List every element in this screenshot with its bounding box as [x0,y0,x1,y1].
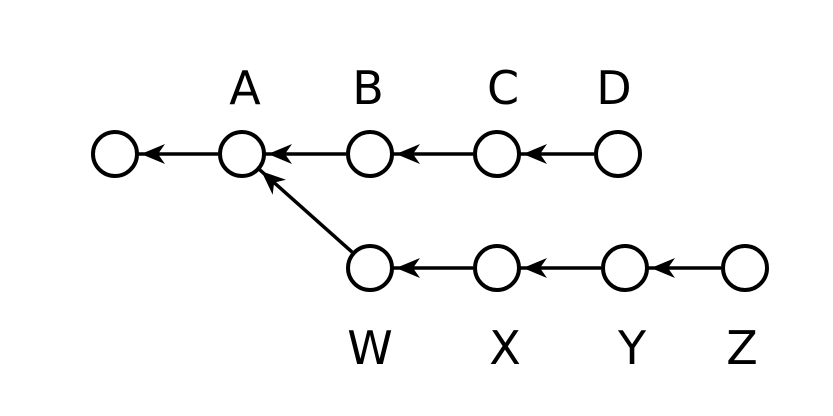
arrowhead-X-to-W [396,258,420,278]
arrowhead-B-to-A [268,144,292,164]
arrowhead-W-to-A [261,171,286,195]
node-root [91,130,139,178]
labels-layer: A B C D W X Y Z [229,61,757,375]
node-z [721,244,769,292]
node-label-a: A [229,61,261,115]
node-w [346,244,394,292]
arrowhead-C-to-B [396,144,420,164]
edges-layer [127,144,721,278]
node-b [346,130,394,178]
arrowhead-A-to-root [141,144,165,164]
nodes-layer [91,130,769,292]
arrowhead-Z-to-Y [651,258,675,278]
node-c [473,130,521,178]
node-label-y: Y [617,321,647,375]
node-label-c: C [487,61,519,115]
node-label-d: D [596,61,631,115]
node-a [218,130,266,178]
node-label-w: W [347,321,392,375]
arrowhead-D-to-C [523,144,547,164]
node-label-b: B [352,61,384,115]
node-x [473,244,521,292]
node-y [601,244,649,292]
arrowhead-Y-to-X [523,258,547,278]
node-label-x: X [489,321,521,375]
node-d [594,130,642,178]
node-label-z: Z [726,321,758,375]
